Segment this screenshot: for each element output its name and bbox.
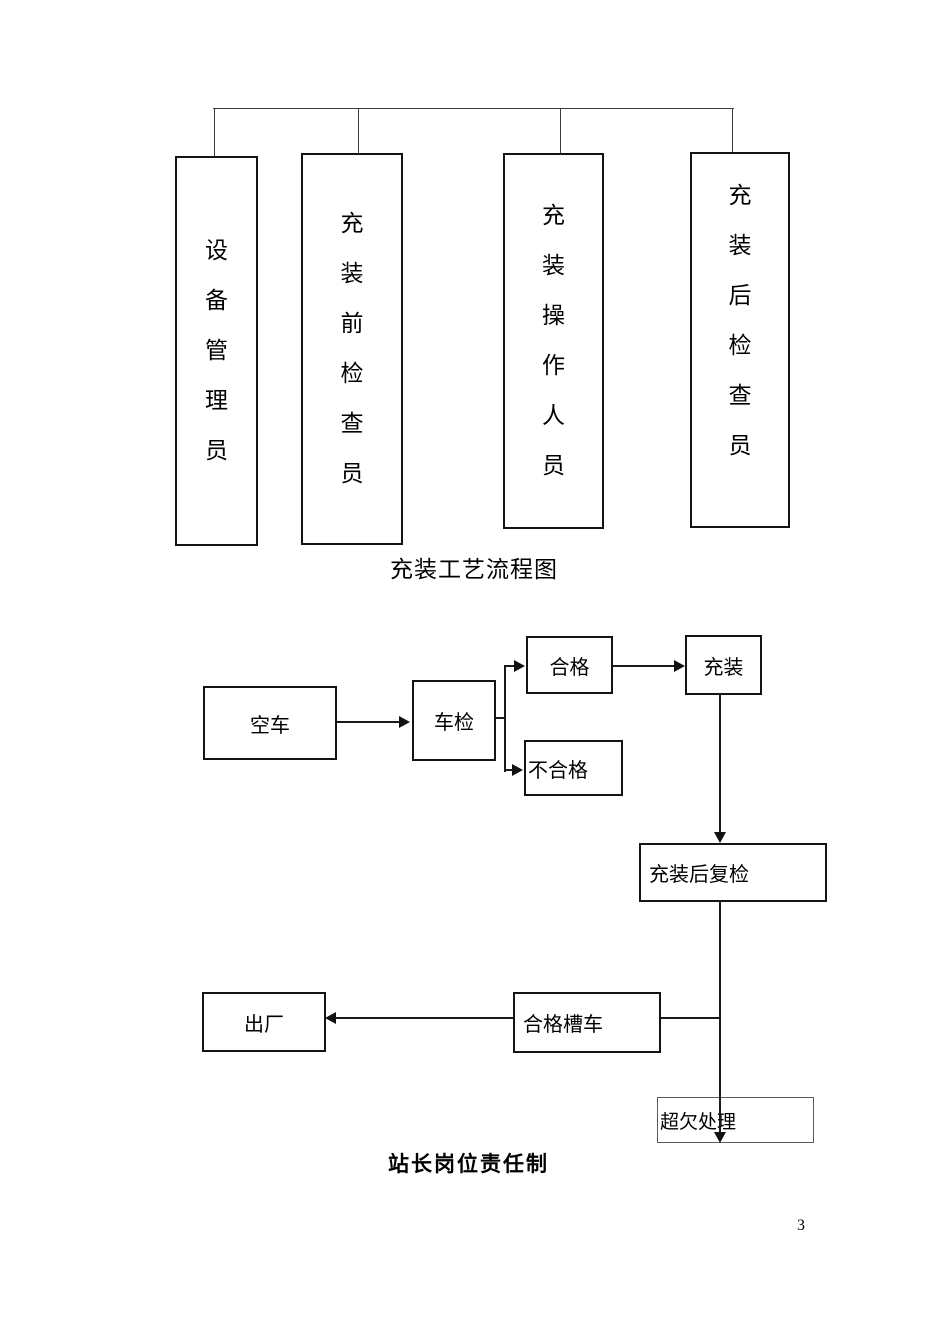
section-title: 站长岗位责任制 [388, 1152, 549, 1176]
role-label: 充 装 前 检 查 员 [340, 211, 364, 486]
flow-node-qualified: 合格 [526, 636, 613, 694]
flow-node-label: 充装后复检 [649, 864, 749, 886]
role-box-filling-operator: 充 装 操 作 人 员 [503, 153, 604, 529]
flow-node-label: 充装 [703, 656, 744, 679]
arrow-line-empty-to-check [337, 721, 400, 723]
flow-node-post-fill-recheck: 充装后复检 [639, 843, 827, 902]
flow-node-qualified-tanker: 合格槽车 [513, 992, 661, 1053]
arrow-line-filling-to-recheck [719, 695, 721, 833]
flow-node-label: 合格 [549, 656, 590, 679]
arrowhead-qualified-to-filling [674, 660, 685, 672]
role-box-pre-fill-inspector: 充 装 前 检 查 员 [301, 153, 403, 545]
flow-node-empty-truck: 空车 [203, 686, 337, 760]
flow-node-truck-check: 车检 [412, 680, 496, 761]
role-label: 充 装 操 作 人 员 [542, 203, 565, 478]
role-label: 充 装 后 检 查 员 [728, 183, 752, 458]
flow-node-label: 空车 [250, 714, 290, 737]
flow-node-unqualified: 不合格 [524, 740, 623, 796]
arrowhead-over-under [714, 1132, 726, 1143]
org-drop-line-2 [358, 108, 359, 155]
arrowhead-tanker-to-exit [325, 1012, 336, 1024]
arrowhead-filling-to-recheck [714, 832, 726, 843]
flow-node-filling: 充装 [685, 635, 762, 695]
role-box-post-fill-inspector: 充 装 后 检 查 员 [690, 152, 790, 528]
arrow-line-tanker-to-exit [336, 1017, 513, 1019]
page-number: 3 [797, 1217, 805, 1234]
org-drop-line-3 [560, 108, 561, 155]
branch-vertical-line [504, 666, 506, 772]
arrowhead-to-unqualified [512, 764, 523, 776]
branch-stub-line [496, 717, 506, 719]
connector-tanker-junction [661, 1017, 721, 1019]
arrowhead-to-qualified [514, 660, 525, 672]
flow-node-exit-factory: 出厂 [202, 992, 326, 1052]
role-box-equipment-manager: 设 备 管 理 员 [175, 156, 258, 546]
arrow-line-qualified-to-filling [613, 665, 675, 667]
branch-top-line [504, 665, 516, 667]
org-top-connector-line [213, 108, 734, 109]
org-drop-line-4 [732, 109, 733, 154]
flow-node-label: 超欠处理 [660, 1111, 737, 1133]
org-drop-line-1 [214, 108, 215, 157]
flow-node-label: 不合格 [528, 759, 588, 782]
branch-bottom-line [504, 769, 514, 771]
role-label: 设 备 管 理 员 [205, 238, 228, 463]
flow-node-label: 车检 [434, 712, 474, 734]
flow-node-label: 出厂 [244, 1013, 284, 1036]
org-chart-caption: 充装工艺流程图 [390, 557, 558, 582]
flow-node-over-under-handling: 超欠处理 [657, 1097, 814, 1143]
flow-node-label: 合格槽车 [523, 1014, 603, 1036]
arrowhead-empty-to-check [399, 716, 410, 728]
